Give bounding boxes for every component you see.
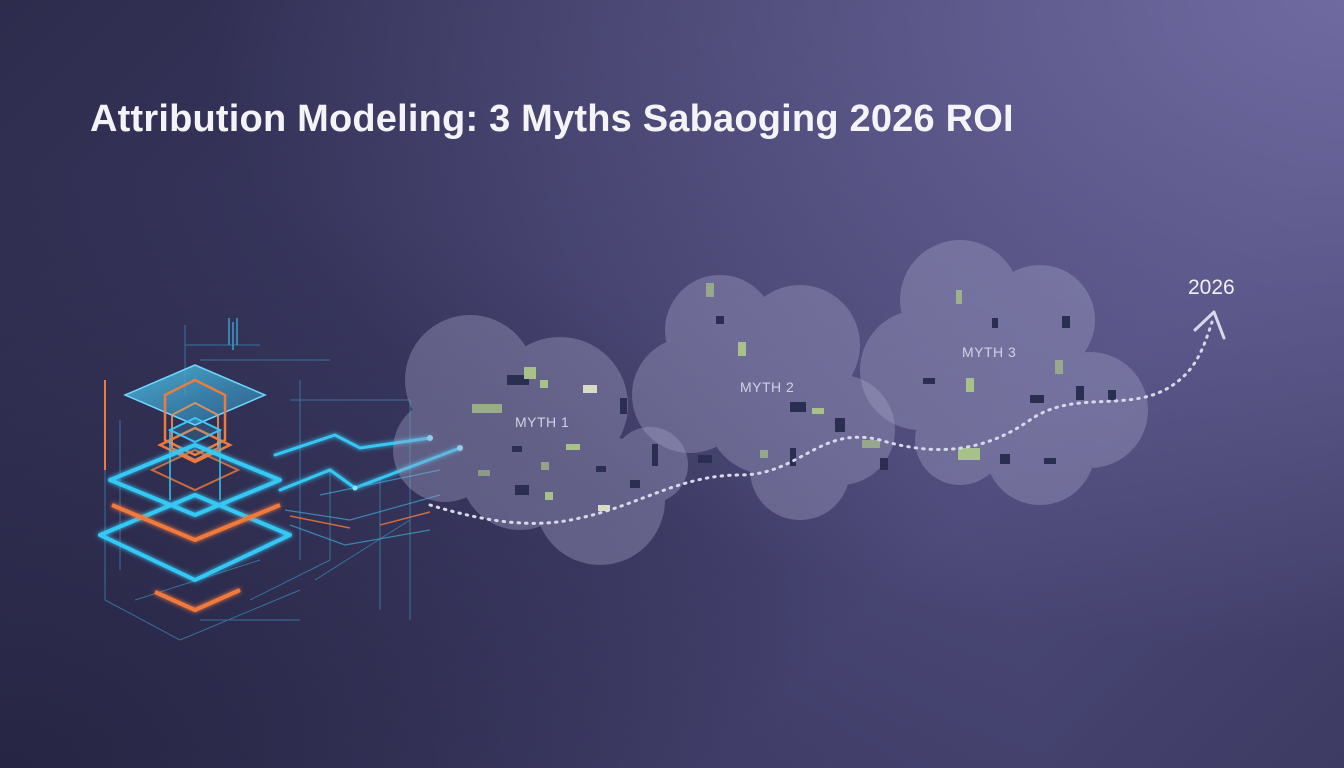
- dotted-path-arrow-icon: [428, 310, 1226, 525]
- myth-cloud-1: MYTH 1: [393, 315, 688, 565]
- page-headline: Attribution Modeling: 3 Myths Sabaoging …: [90, 98, 1014, 140]
- myth-1-label: MYTH 1: [515, 414, 569, 430]
- pixel-fragments: [472, 283, 1116, 511]
- layered-circuit-stack-icon: [98, 318, 463, 641]
- myth-3-label: MYTH 3: [962, 344, 1016, 360]
- myth-2-label: MYTH 2: [740, 379, 794, 395]
- myth-cloud-3: MYTH 3: [860, 240, 1148, 505]
- timeline-year-label: 2026: [1188, 276, 1235, 299]
- myth-cloud-2: MYTH 2: [632, 275, 895, 520]
